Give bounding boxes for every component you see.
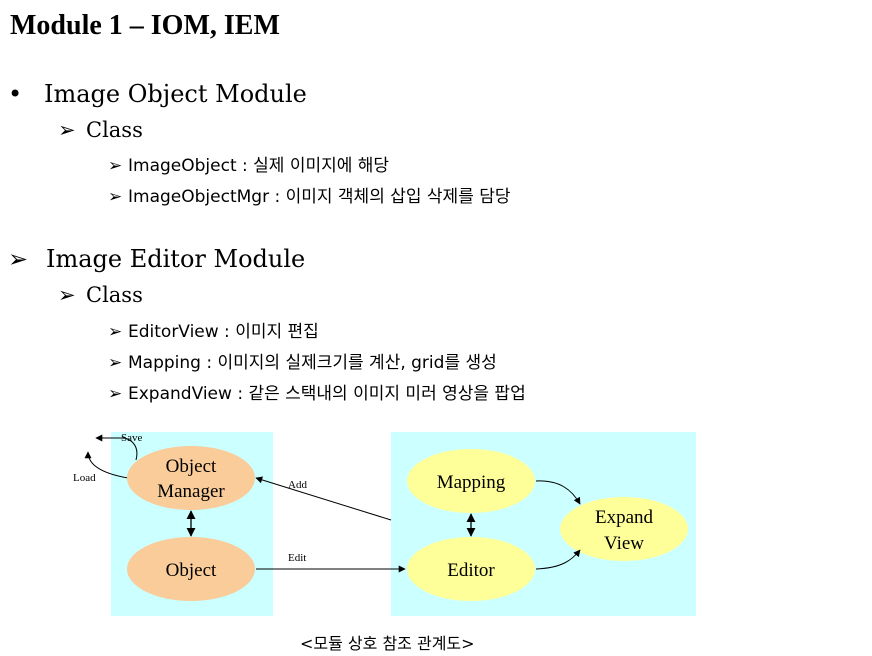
save-arrow [95,434,138,461]
arrow-bullet-icon: ➢ [58,118,76,142]
list-item: ➢Mapping : 이미지의 실제크기를 계산, grid를 생성 [108,348,497,373]
list-item: ➢ImageObjectMgr : 이미지 객체의 삽입 삭제를 담당 [108,182,511,207]
expand-view-label-line1: Expand [595,507,654,528]
mapping-node [407,449,535,513]
subheading-class-2: ➢ Class [58,283,143,307]
list-item-text: EditorView : 이미지 편집 [128,322,319,342]
add-arrow [255,476,392,521]
list-item: ➢ExpandView : 같은 스택내의 이미지 미러 영상을 팝업 [108,379,526,404]
object-label: Object [166,560,217,581]
section-heading-image-editor-module: ➢ Image Editor Module [8,245,305,273]
object-manager-label-line1: Object [166,456,217,477]
section-heading-text: Image Editor Module [46,245,306,273]
list-item: ➢EditorView : 이미지 편집 [108,317,319,342]
section-heading-image-object-module: • Image Object Module [8,80,307,108]
subheading-class-1: ➢ Class [58,118,143,142]
object-node [127,537,255,601]
load-arrow [84,451,129,479]
add-label: Add [288,479,307,491]
arrow-bullet-icon: ➢ [8,245,29,273]
load-label: Load [73,472,96,484]
edit-label: Edit [288,552,306,564]
arrow-bullet-icon: ➢ [58,283,76,307]
list-item-text: ImageObjectMgr : 이미지 객체의 삽입 삭제를 담당 [128,187,511,207]
editor-node [407,537,535,601]
editor-label: Editor [447,560,495,581]
arrow-bullet-icon: ➢ [108,187,123,207]
diagram-caption: <모듈 상호 참조 관계도> [300,634,475,653]
subheading-text: Class [86,283,143,307]
section-heading-text: Image Object Module [44,80,307,108]
arrow-bullet-icon: ➢ [108,384,123,404]
editor-expand-arrow [535,549,581,570]
bullet-dot: • [8,80,23,108]
arrow-bullet-icon: ➢ [108,156,123,176]
page-title: Module 1 – IOM, IEM [10,10,280,41]
subheading-text: Class [86,118,143,142]
list-item-text: Mapping : 이미지의 실제크기를 계산, grid를 생성 [128,353,497,373]
mapping-expand-arrow [535,480,581,505]
mapping-label: Mapping [437,472,506,493]
expand-view-node [560,497,688,561]
save-label: Save [121,432,143,444]
object-manager-label-line2: Manager [157,481,225,502]
list-item: ➢ImageObject : 실제 이미지에 해당 [108,151,389,176]
list-item-text: ExpandView : 같은 스택내의 이미지 미러 영상을 팝업 [128,384,526,404]
expand-view-label-line2: View [604,533,644,554]
arrow-bullet-icon: ➢ [108,322,123,342]
arrow-bullet-icon: ➢ [108,353,123,373]
object-manager-node [127,446,255,510]
list-item-text: ImageObject : 실제 이미지에 해당 [128,156,390,176]
